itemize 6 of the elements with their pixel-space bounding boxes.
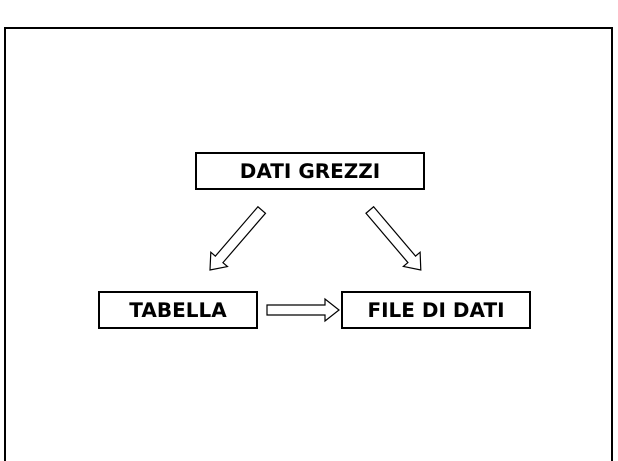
block-arrow [365, 206, 422, 271]
text-box: DATI GREZZI [195, 152, 425, 190]
text-box: TABELLA [98, 291, 258, 329]
block-arrow [209, 206, 266, 271]
text-box: FILE DI DATI [341, 291, 531, 329]
block-arrow [266, 298, 340, 322]
